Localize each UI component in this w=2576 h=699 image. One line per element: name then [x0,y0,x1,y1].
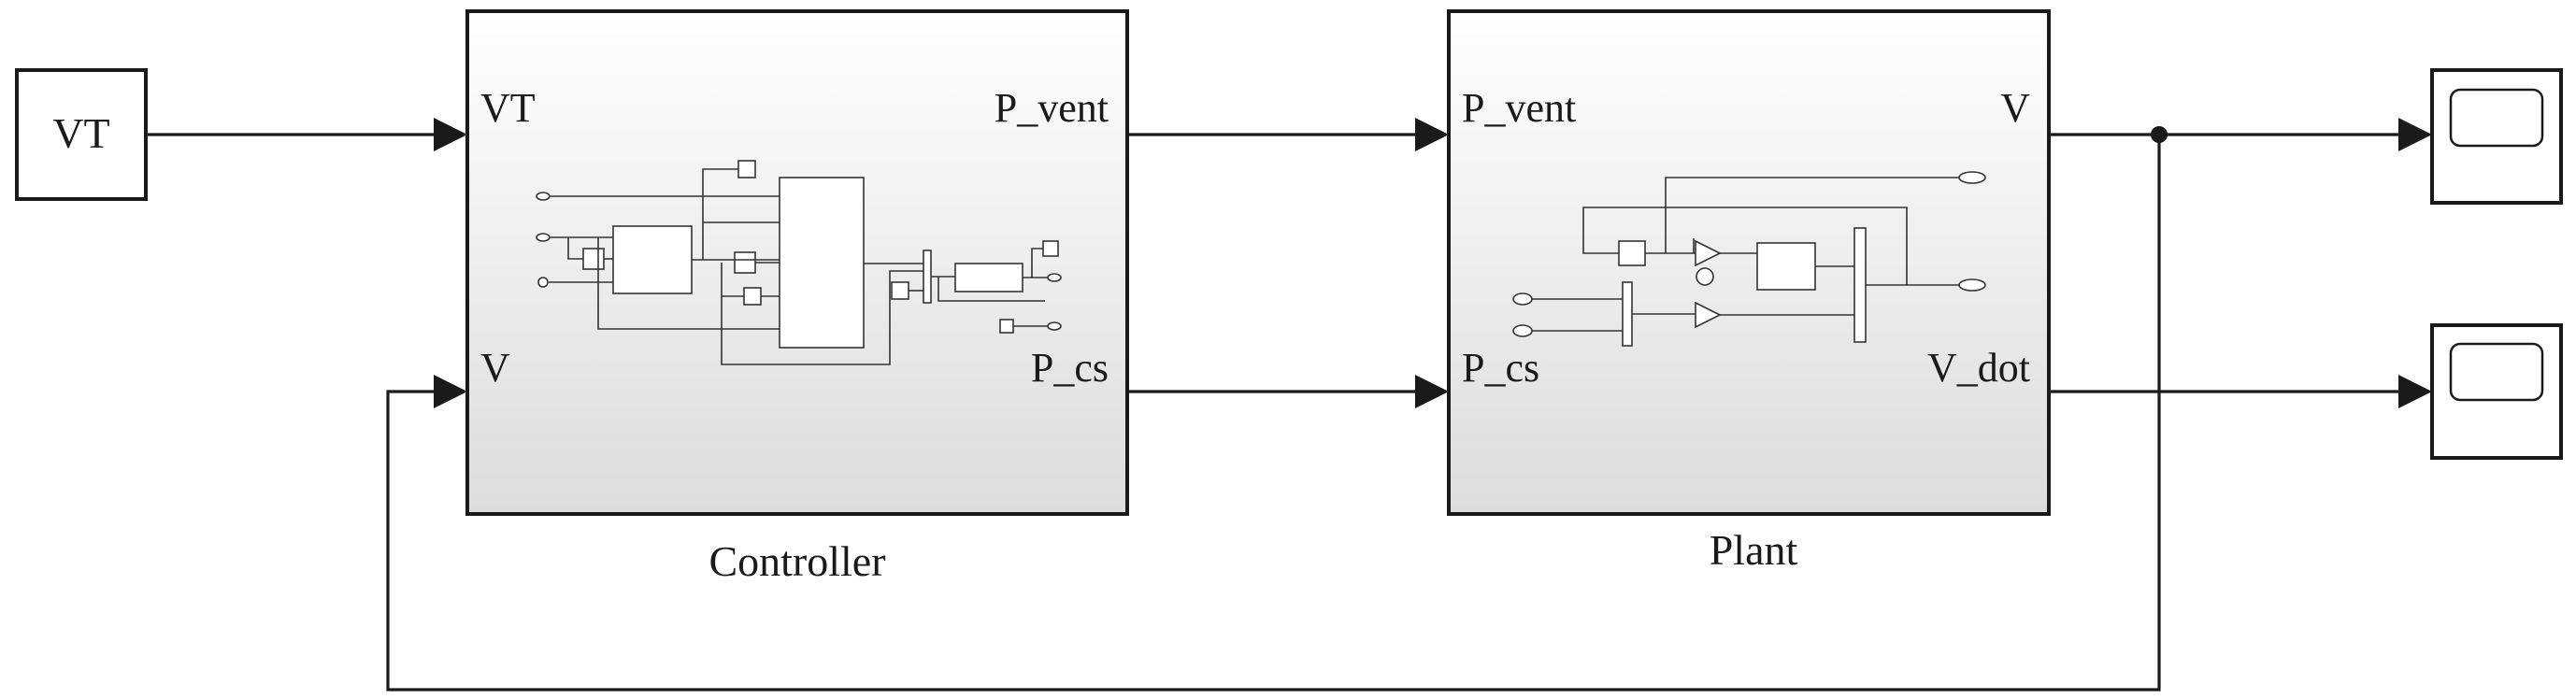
arrow-head [1415,118,1449,151]
scope-v-dot[interactable] [2430,323,2563,460]
scope-icon [2449,88,2544,148]
plant-subsystem[interactable]: P_vent P_cs V V_dot [1447,9,2051,516]
controller-input-v-label: V [480,345,510,391]
scope-icon [2449,342,2544,402]
controller-subsystem[interactable]: VT V P_vent P_cs [465,9,1129,516]
plant-internal-schematic-icon [1512,171,1986,347]
scope-v[interactable] [2430,68,2563,205]
arrow-head [434,118,467,151]
arrow-head [2398,118,2432,151]
signal-lines [146,118,2432,692]
plant-input-p-vent-label: P_vent [1462,85,1576,131]
controller-output-p-vent-label: P_vent [995,85,1109,131]
controller-output-p-cs-label: P_cs [1031,345,1109,391]
arrow-head [434,375,467,408]
vt-source-block[interactable]: VT [15,68,148,201]
plant-output-v-dot-label: V_dot [1927,345,2030,391]
vt-source-label: VT [52,109,109,157]
wire-feedback-v [386,135,2161,692]
arrow-head [1415,375,1449,408]
plant-input-p-cs-label: P_cs [1462,345,1539,391]
plant-caption: Plant [1710,526,1798,574]
controller-input-vt-label: VT [480,85,536,131]
controller-internal-schematic-icon [536,160,1062,365]
controller-caption: Controller [708,537,885,585]
branch-point [2151,126,2168,143]
arrow-head [2398,375,2432,408]
plant-output-v-label: V [2000,85,2030,131]
